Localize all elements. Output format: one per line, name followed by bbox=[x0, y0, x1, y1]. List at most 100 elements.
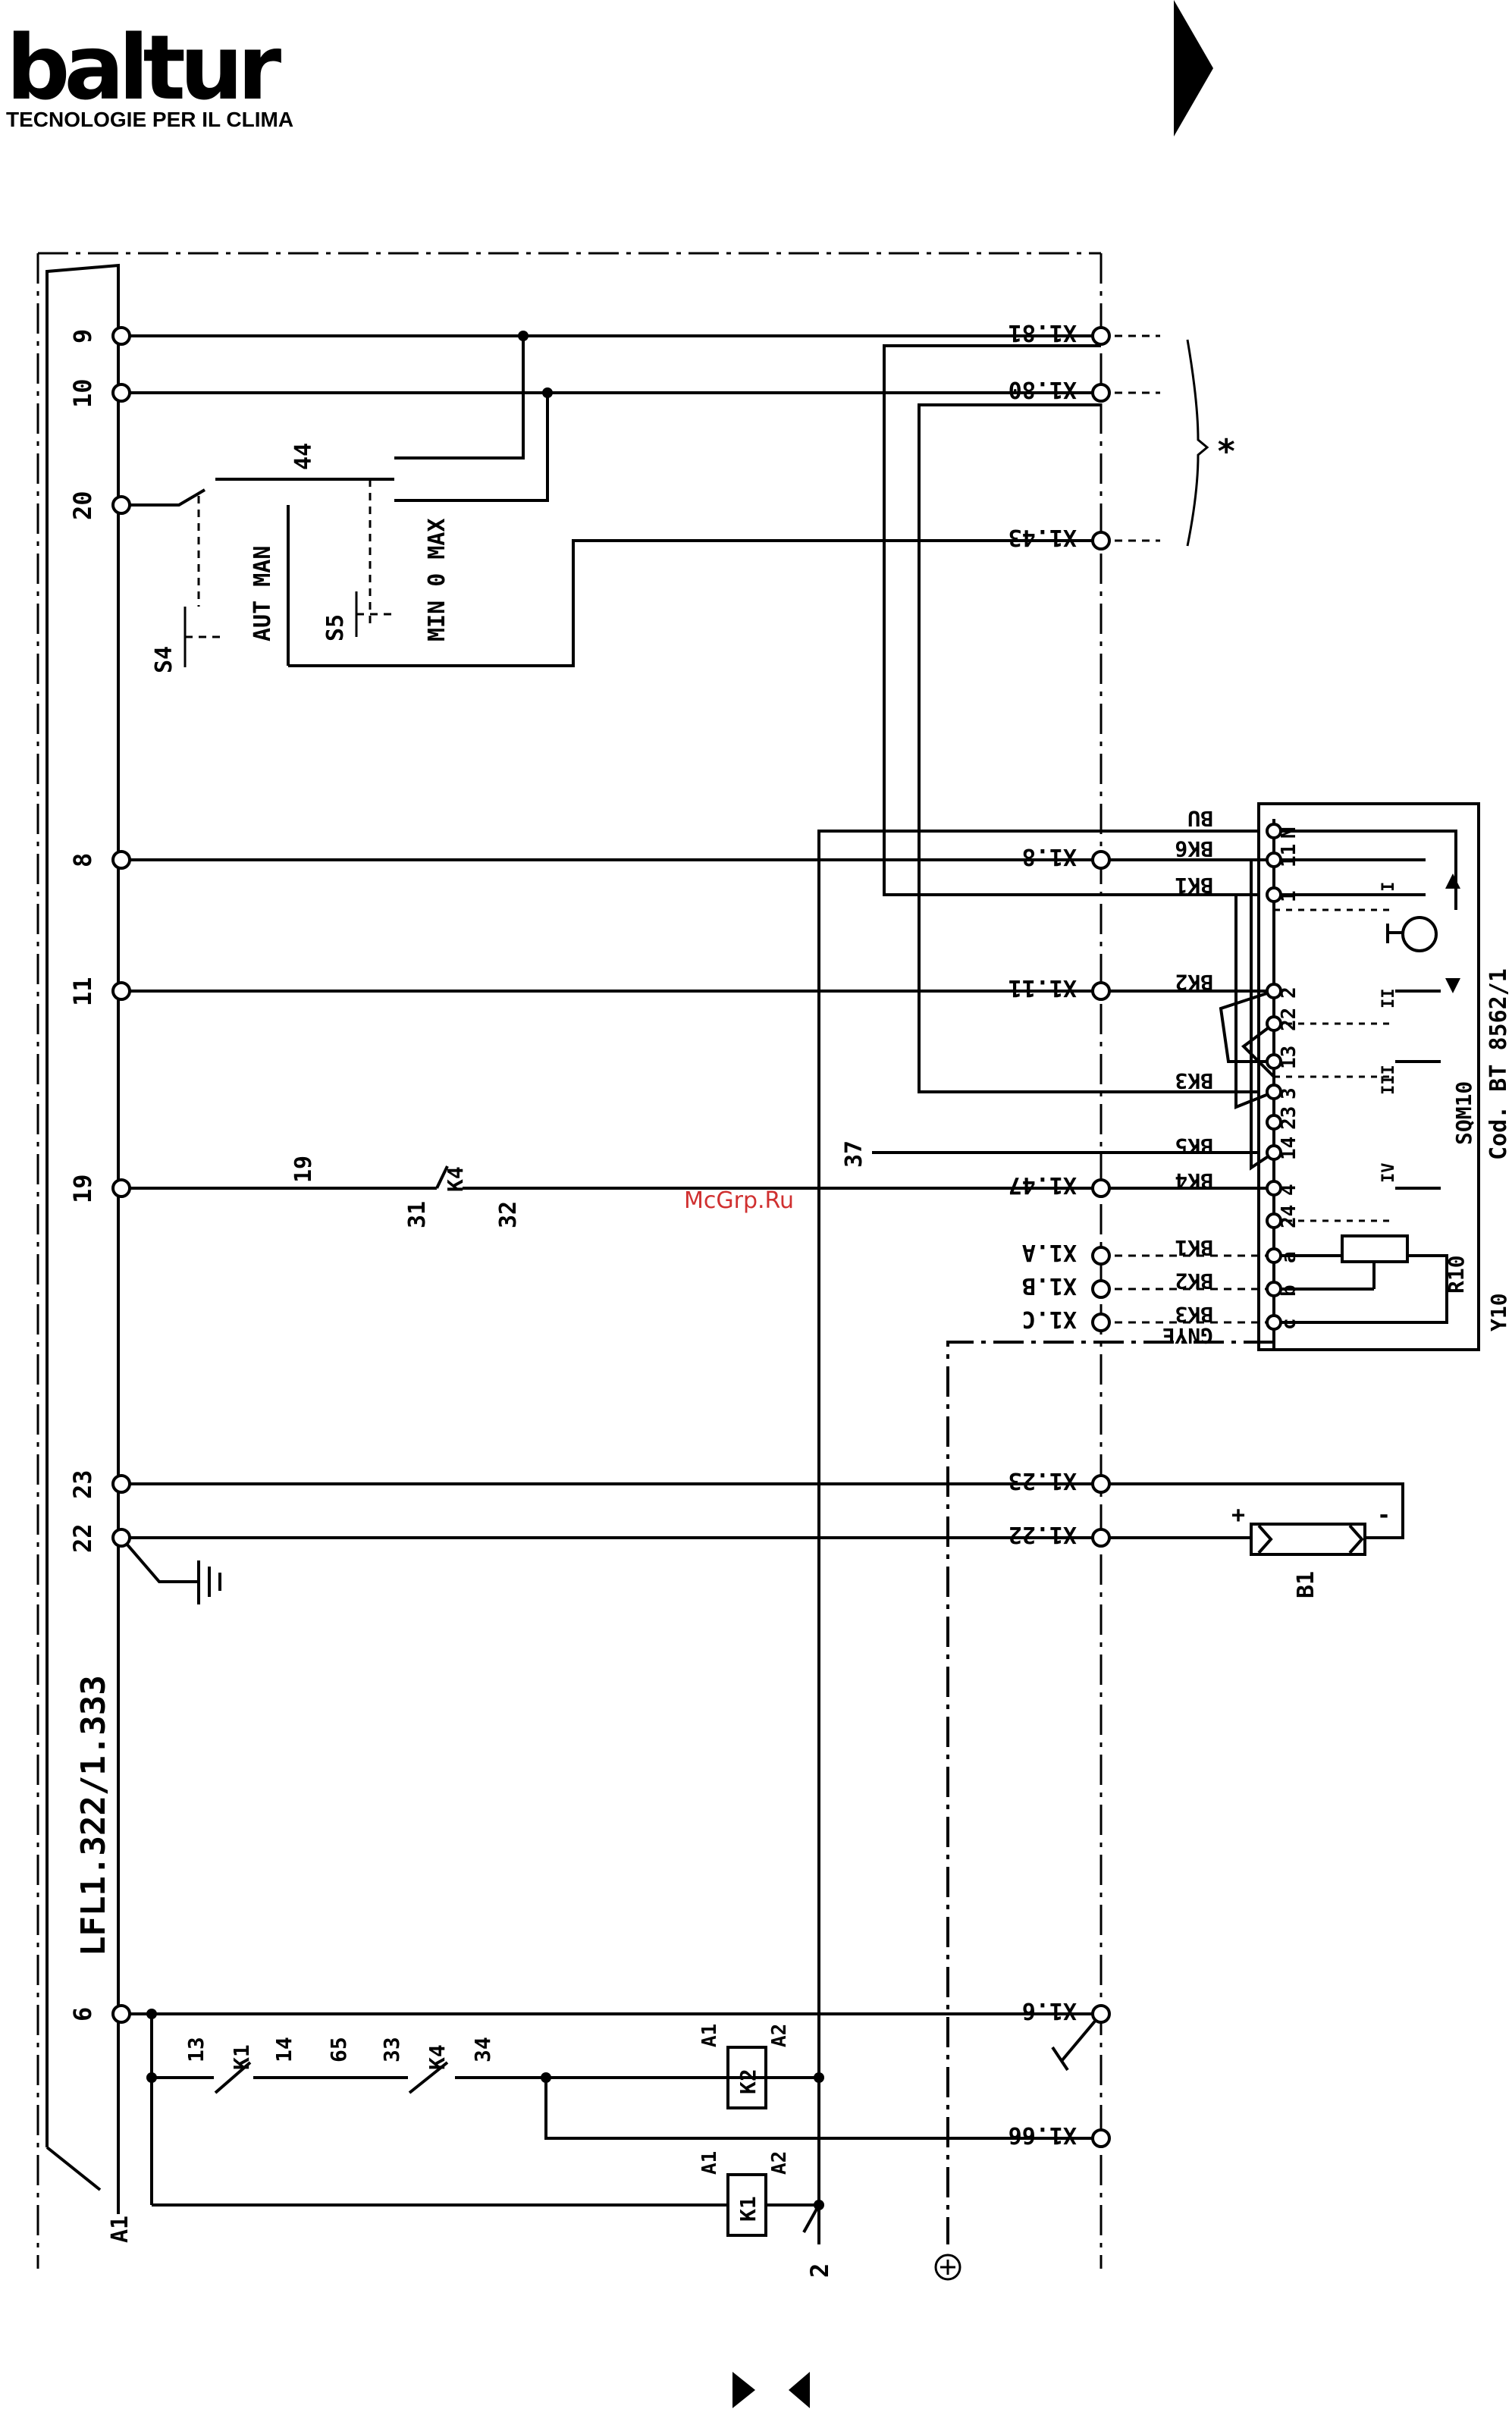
arrow-down-icon bbox=[1445, 978, 1460, 993]
terminal-labels: 910208111923226X1.81X1.80X1.43X1.8X1.11X… bbox=[68, 319, 1512, 2278]
panel-frame bbox=[36, 252, 1103, 2269]
terminal-x123 bbox=[1091, 1474, 1111, 1494]
terminal-t6 bbox=[111, 2004, 131, 2024]
terminal-x1c bbox=[1091, 1313, 1111, 1332]
wire-19-label: 19 bbox=[290, 1156, 317, 1183]
terminal-x181 bbox=[1091, 326, 1111, 346]
sqm-terminal-label-10: 24 bbox=[1278, 1205, 1300, 1228]
terminal-label-t19: 19 bbox=[68, 1174, 97, 1203]
terminal-dots bbox=[111, 326, 1282, 2210]
sqm-terminal-13 bbox=[1266, 1314, 1282, 1331]
external-links bbox=[1101, 334, 1209, 547]
sqm-terminal-10 bbox=[1266, 1212, 1282, 1229]
b1-label: B1 bbox=[1293, 1571, 1319, 1598]
potentiometer-links bbox=[1101, 1254, 1274, 1324]
bottom-ref-label: 2 bbox=[805, 2263, 834, 2278]
k2-coil-ref: K2 bbox=[736, 2069, 761, 2094]
s5-label: S5 bbox=[322, 614, 349, 641]
sqm-terminal-label-11: a bbox=[1278, 1251, 1300, 1263]
earth-icon bbox=[197, 1560, 221, 1604]
sqm-terminal-label-5: 13 bbox=[1278, 1046, 1300, 1069]
terminal-label-t6: 6 bbox=[68, 2007, 97, 2022]
terminal-x147 bbox=[1091, 1178, 1111, 1198]
terminal-x143 bbox=[1091, 531, 1111, 550]
controller-box bbox=[45, 263, 120, 2214]
terminal-t22 bbox=[111, 1528, 131, 1548]
sqm-terminal-9 bbox=[1266, 1180, 1282, 1197]
k1-contact-14: 14 bbox=[271, 2037, 296, 2062]
junction-k4 bbox=[541, 2072, 551, 2083]
b1-minus: - bbox=[1377, 1502, 1391, 1529]
arrow-up-icon bbox=[1445, 874, 1460, 889]
terminal-label-x123: X1.23 bbox=[1009, 1467, 1077, 1494]
wire-color-2: BK1 bbox=[1175, 873, 1213, 898]
sqm-terminal-7 bbox=[1266, 1114, 1282, 1131]
sqm-terminal-label-8: 14 bbox=[1278, 1137, 1300, 1160]
triangle-right-icon[interactable] bbox=[732, 2372, 755, 2408]
triangle-right-icon[interactable] bbox=[1174, 0, 1213, 136]
wire-color-9: BK3 bbox=[1175, 1302, 1213, 1327]
k4b-contact-relay: K4 bbox=[425, 2044, 450, 2070]
sqm-terminal-label-6: 3 bbox=[1278, 1087, 1300, 1099]
controller-label: LFL1.322/1.333 bbox=[74, 1675, 113, 1956]
terminal-label-x111: X1.11 bbox=[1009, 974, 1077, 1001]
k1-coil-ref: K1 bbox=[736, 2196, 761, 2222]
sqm-terminal-5 bbox=[1266, 1053, 1282, 1070]
terminal-label-t23: 23 bbox=[68, 1469, 97, 1499]
sqm-terminal-8 bbox=[1266, 1144, 1282, 1161]
b1-plus: + bbox=[1231, 1502, 1245, 1529]
sqm-terminal-label-0: N bbox=[1278, 826, 1300, 839]
sqm-terminal-0 bbox=[1266, 823, 1282, 839]
triangle-left-icon[interactable] bbox=[789, 2372, 810, 2408]
earth-line bbox=[946, 1341, 1274, 2244]
sqm-terminal-label-1: 11 bbox=[1278, 844, 1300, 867]
sqm-terminal-1 bbox=[1266, 852, 1282, 868]
sqm-terminal-label-4: 22 bbox=[1278, 1008, 1300, 1031]
relay-coils bbox=[726, 2046, 767, 2237]
wire-37-label: 37 bbox=[841, 1140, 867, 1168]
terminal-label-x147: X1.47 bbox=[1009, 1171, 1077, 1198]
terminal-label-x181: X1.81 bbox=[1009, 319, 1077, 346]
terminal-label-x16: X1.6 bbox=[1022, 1997, 1077, 2024]
wire-color-3: BK2 bbox=[1175, 970, 1213, 995]
sqm-terminal-12 bbox=[1266, 1281, 1282, 1297]
terminal-label-x1b: X1.B bbox=[1022, 1272, 1077, 1299]
s5-positions: MIN 0 MAX bbox=[424, 518, 450, 641]
s5-contact-label: 44 bbox=[290, 443, 317, 470]
junction-6 bbox=[146, 2009, 157, 2019]
sqm-terminal-3 bbox=[1266, 983, 1282, 999]
terminal-t11 bbox=[111, 981, 131, 1001]
controller-ref: A1 bbox=[107, 2216, 133, 2243]
k1-contact-13: 13 bbox=[184, 2037, 209, 2062]
sqm-terminal-label-3: 2 bbox=[1278, 986, 1300, 999]
terminal-label-x143: X1.43 bbox=[1009, 524, 1077, 550]
asterisk-label: * bbox=[1216, 432, 1237, 471]
wire-color-10: GNYE bbox=[1162, 1323, 1213, 1348]
terminal-label-x122: X1.22 bbox=[1009, 1521, 1077, 1548]
k4-contact-32: 32 bbox=[495, 1201, 522, 1228]
k1-contact-relay: K1 bbox=[229, 2044, 254, 2070]
junction-9 bbox=[518, 331, 529, 341]
b1-sensor bbox=[1250, 1523, 1366, 1556]
terminal-t23 bbox=[111, 1474, 131, 1494]
k4-contact-34: 34 bbox=[470, 2037, 495, 2062]
wire-color-6: BK4 bbox=[1175, 1168, 1213, 1193]
terminal-label-t10: 10 bbox=[68, 378, 97, 408]
junction-k1 bbox=[146, 2072, 157, 2083]
wire-color-5: BK5 bbox=[1175, 1134, 1213, 1159]
s4-label: S4 bbox=[151, 646, 177, 673]
terminal-label-x1a: X1.A bbox=[1022, 1239, 1077, 1266]
junction-10 bbox=[542, 387, 553, 398]
terminal-label-x18: X1.8 bbox=[1022, 843, 1077, 870]
r10-label: R10 bbox=[1444, 1255, 1469, 1294]
k4-contact-31: 31 bbox=[404, 1201, 431, 1228]
sqm-terminal-6 bbox=[1266, 1084, 1282, 1100]
terminal-t19 bbox=[111, 1178, 131, 1198]
wire-color-0: BU bbox=[1187, 806, 1213, 831]
sqm-terminal-label-7: 23 bbox=[1278, 1106, 1300, 1130]
s4-positions: AUT MAN bbox=[249, 546, 276, 641]
terminal-label-x1c: X1.C bbox=[1022, 1306, 1077, 1332]
terminal-label-x166: X1.66 bbox=[1009, 2122, 1077, 2148]
sqm-switch-label-0: I bbox=[1379, 882, 1398, 892]
